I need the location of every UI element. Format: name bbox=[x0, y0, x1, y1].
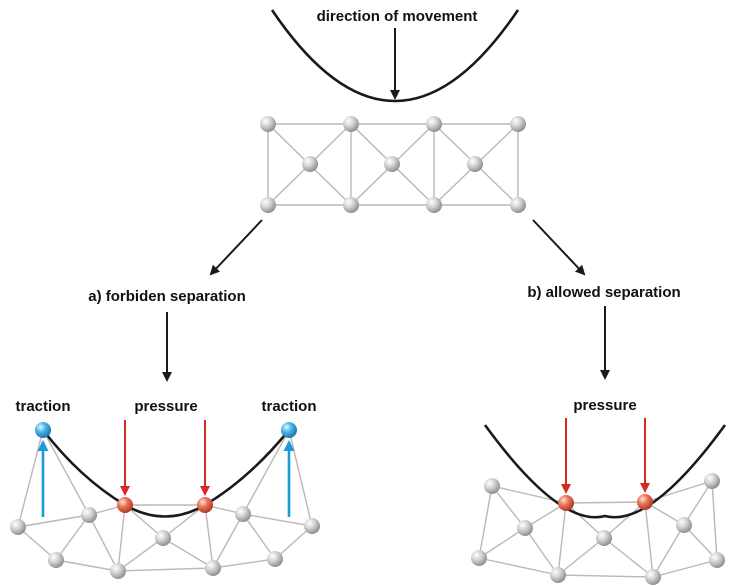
atom bbox=[343, 116, 359, 132]
top-lattice bbox=[260, 116, 526, 213]
atom bbox=[467, 156, 483, 172]
left-lattice-atoms bbox=[10, 422, 320, 579]
allowed-separation-label: b) allowed separation bbox=[527, 284, 680, 301]
atom bbox=[426, 116, 442, 132]
atom bbox=[260, 197, 276, 213]
atom bbox=[235, 506, 251, 522]
top-lattice-atoms bbox=[260, 116, 526, 213]
atom bbox=[676, 517, 692, 533]
atom bbox=[596, 530, 612, 546]
atom bbox=[704, 473, 720, 489]
pressure-label-right: pressure bbox=[573, 397, 636, 414]
branch-arrow-left bbox=[209, 219, 263, 276]
atom bbox=[426, 197, 442, 213]
right-panel: pressure bbox=[471, 397, 727, 585]
forbidden-separation-label: a) forbiden separation bbox=[88, 288, 246, 305]
left-lattice-bonds bbox=[17, 429, 313, 572]
atom bbox=[302, 156, 318, 172]
atom bbox=[709, 552, 725, 568]
atom bbox=[205, 560, 221, 576]
atom bbox=[304, 518, 320, 534]
atom bbox=[510, 116, 526, 132]
traction-atom-blue bbox=[281, 422, 297, 438]
branch-arrow-right bbox=[532, 219, 586, 276]
atom bbox=[471, 550, 487, 566]
atom bbox=[110, 563, 126, 579]
atom bbox=[517, 520, 533, 536]
atom bbox=[48, 552, 64, 568]
atom bbox=[645, 569, 661, 585]
right-lattice-bonds bbox=[478, 480, 718, 578]
atom bbox=[343, 197, 359, 213]
right-lattice-atoms bbox=[471, 473, 725, 585]
indenter-curve-left bbox=[41, 429, 291, 518]
traction-label-right: traction bbox=[261, 398, 316, 415]
atom bbox=[10, 519, 26, 535]
atom bbox=[550, 567, 566, 583]
atom bbox=[267, 551, 283, 567]
top-section: direction of movement bbox=[270, 8, 520, 103]
atom bbox=[510, 197, 526, 213]
contact-atom-red bbox=[637, 494, 653, 510]
atom bbox=[260, 116, 276, 132]
contact-atom-red bbox=[197, 497, 213, 513]
indenter-curve-right bbox=[483, 424, 727, 519]
atom bbox=[155, 530, 171, 546]
indenter-curve-top bbox=[270, 9, 520, 103]
pressure-label-left: pressure bbox=[134, 398, 197, 415]
atom bbox=[384, 156, 400, 172]
left-panel: traction pressure traction bbox=[10, 398, 320, 579]
atom bbox=[484, 478, 500, 494]
contact-atom-red bbox=[558, 495, 574, 511]
direction-label: direction of movement bbox=[317, 8, 478, 25]
contact-atom-red bbox=[117, 497, 133, 513]
atom bbox=[81, 507, 97, 523]
traction-atom-blue bbox=[35, 422, 51, 438]
traction-label-left: traction bbox=[15, 398, 70, 415]
